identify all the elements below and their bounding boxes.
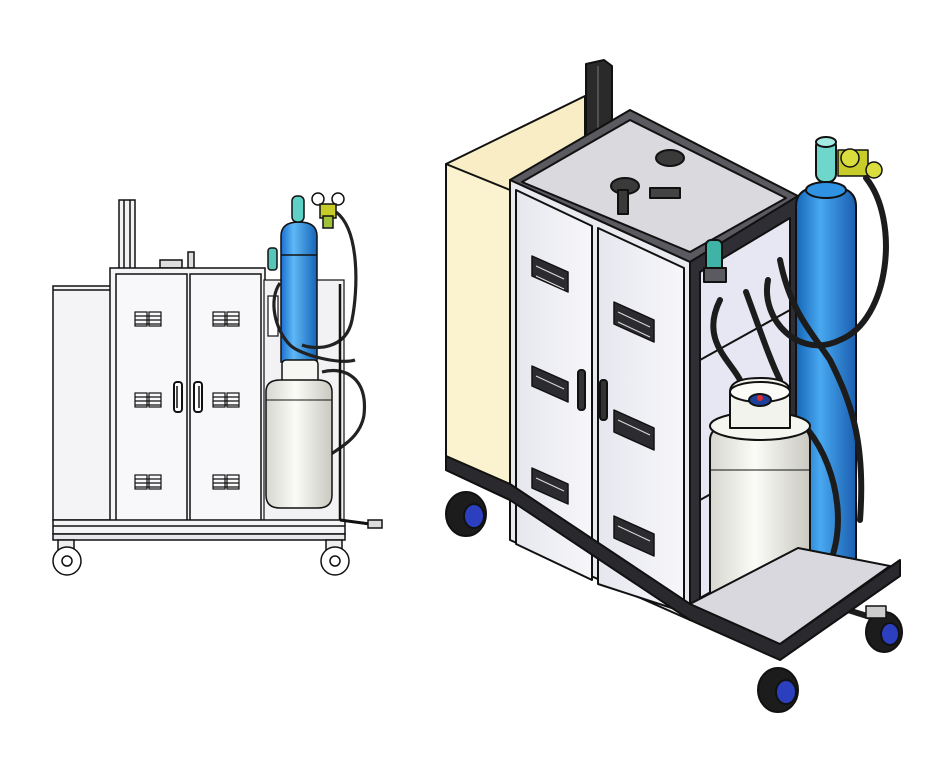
top-fittings (159, 251, 195, 269)
teal-valve (267, 247, 278, 271)
vent-grille (134, 311, 162, 327)
door-handle-right (599, 379, 608, 421)
wheeled-base (445, 455, 901, 661)
wheeled-base (52, 519, 346, 535)
vent-grille (531, 467, 569, 505)
vent-grille (531, 255, 569, 293)
caster-wheel (445, 491, 487, 537)
tow-fitting (865, 605, 887, 619)
blue-gas-cylinder (280, 195, 318, 363)
vent-grille (212, 392, 240, 408)
pressure-regulator (837, 148, 883, 179)
propane-tank (709, 377, 811, 623)
caster-wheel (757, 667, 799, 713)
pressure-regulator (311, 192, 345, 229)
door-handle-left (577, 369, 586, 411)
side-panel (52, 285, 114, 521)
vent-grilles (531, 255, 655, 557)
caster-wheel (320, 539, 350, 576)
teal-valve (703, 239, 727, 283)
vent-grille (134, 474, 162, 490)
vent-grille (613, 409, 655, 451)
door-handle-left (173, 381, 183, 413)
propane-tank (265, 359, 333, 509)
top-knobs (610, 149, 685, 215)
isometric-view (445, 59, 903, 713)
vertical-mast (118, 199, 136, 273)
vent-grille (134, 392, 162, 408)
vent-grille (531, 365, 569, 403)
door-handle-right (193, 381, 203, 413)
tow-hose (339, 518, 371, 526)
side-elevation-view (52, 192, 383, 576)
vent-grille (212, 474, 240, 490)
vent-grilles (134, 311, 240, 490)
vent-grille (613, 515, 655, 557)
vent-grille (212, 311, 240, 327)
caster-wheel (52, 539, 82, 576)
vent-grille (613, 301, 655, 343)
